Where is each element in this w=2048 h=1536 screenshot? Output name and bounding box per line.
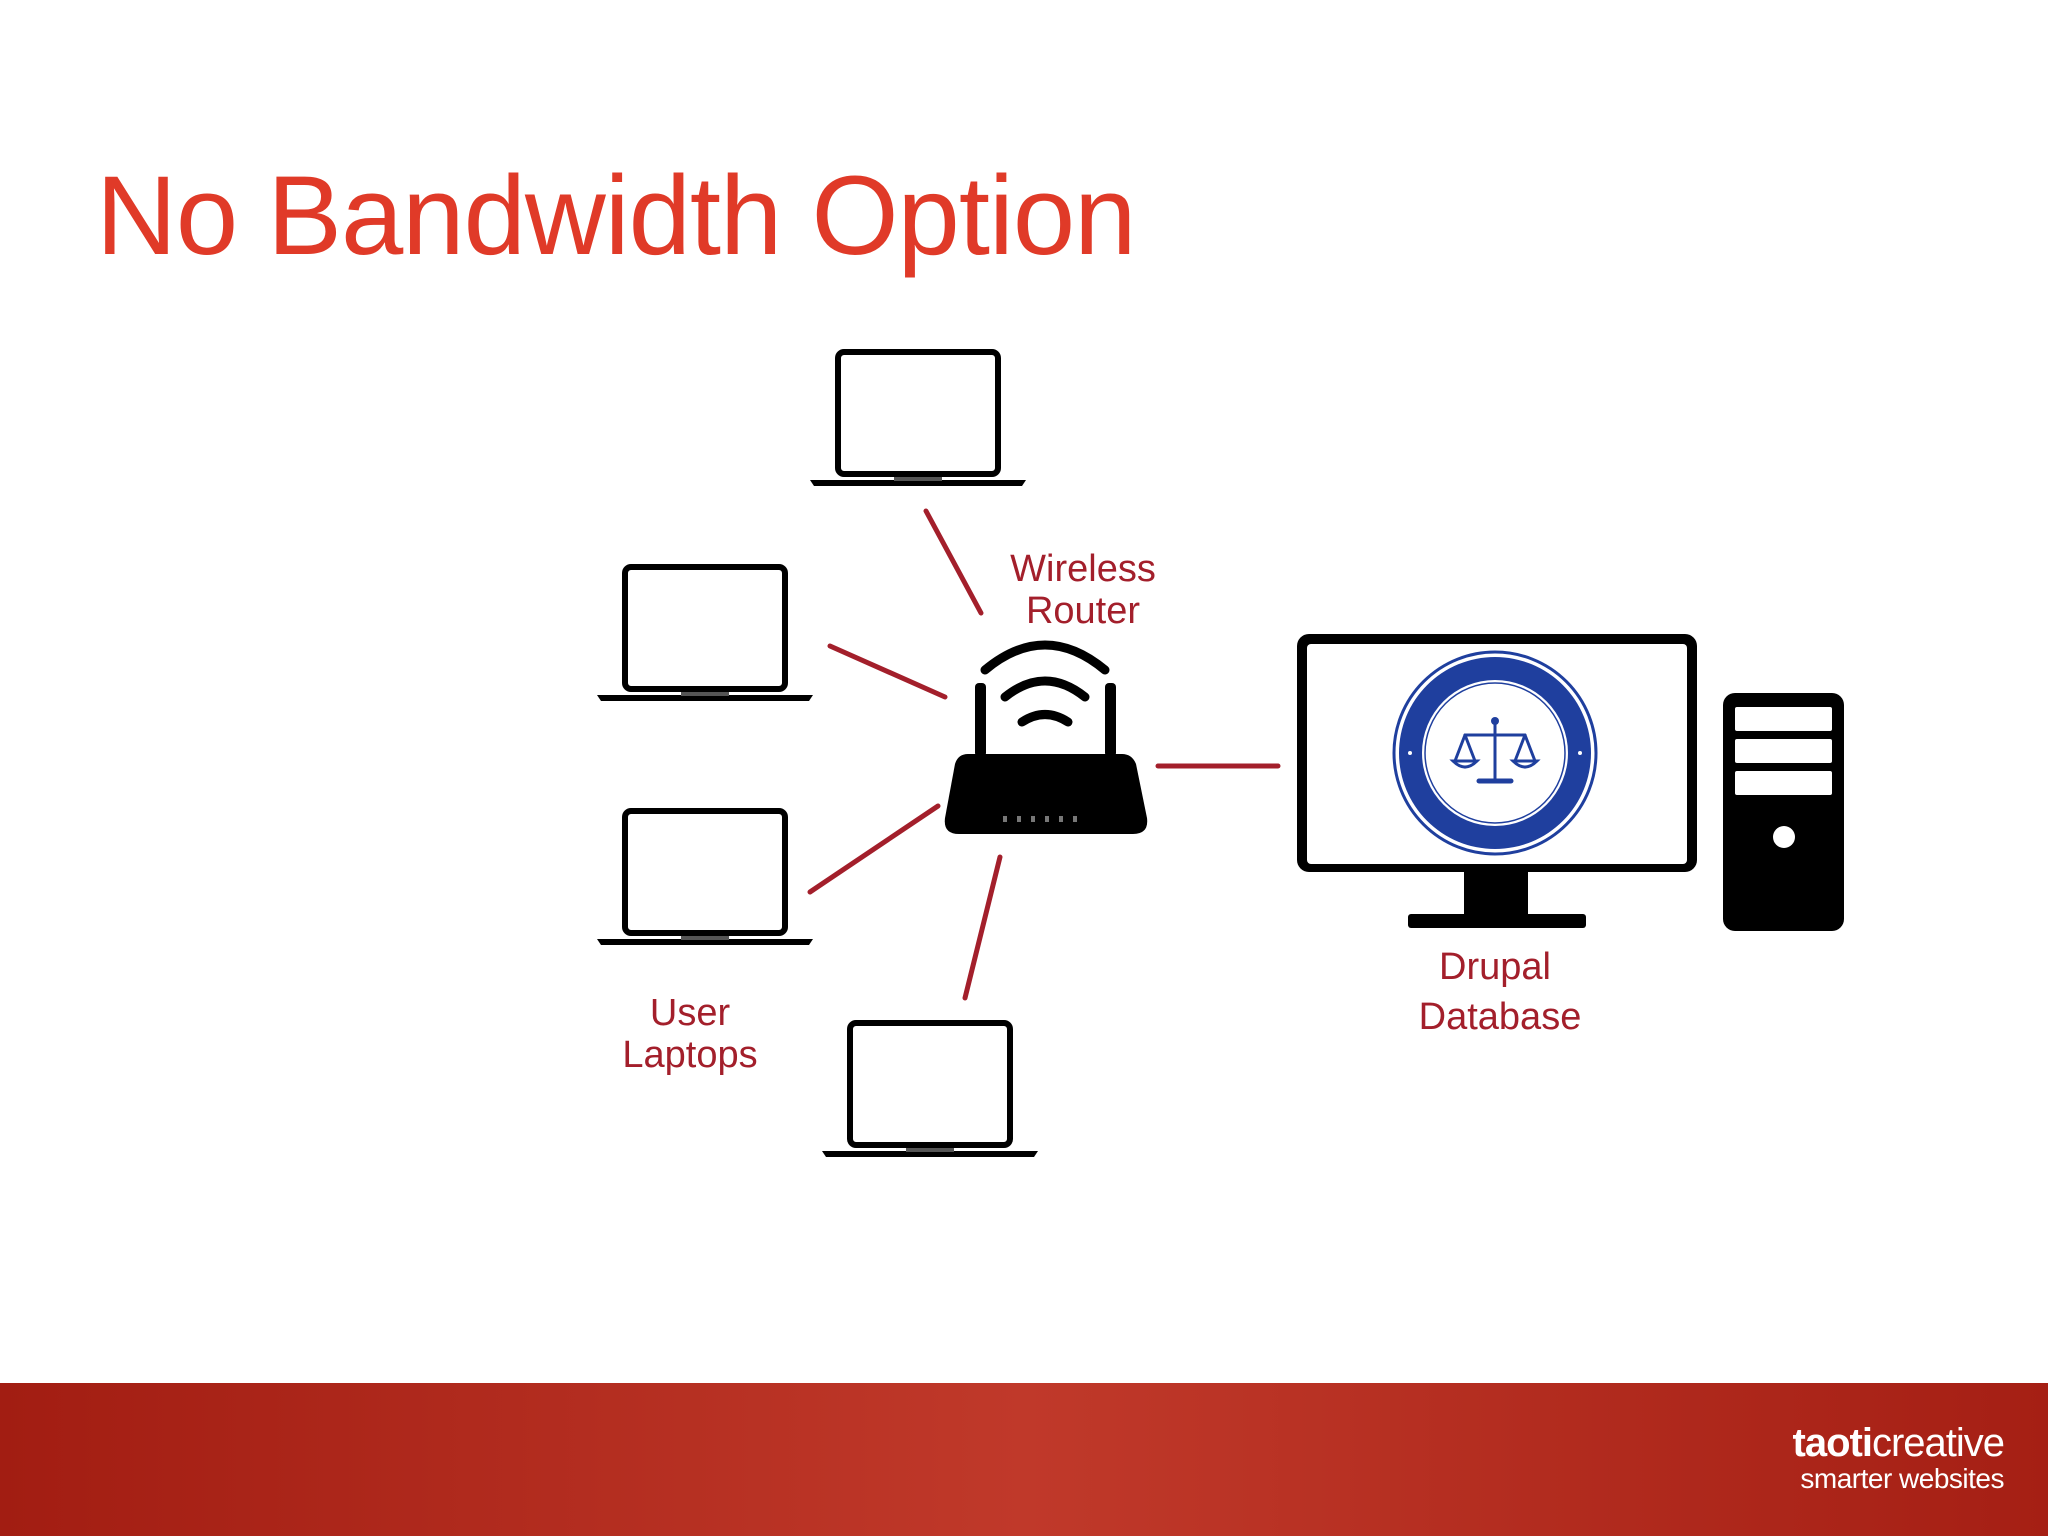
- connector-lines: [807, 508, 1281, 1001]
- database-label-line1: Drupal: [1439, 946, 1551, 988]
- laptop-icon: [597, 567, 813, 701]
- laptops-label: User Laptops: [590, 992, 790, 1076]
- seal-ring-dots: [1408, 751, 1582, 755]
- router-label-line2: Router: [1025, 590, 1141, 632]
- seal-logo: [1392, 650, 1598, 856]
- computer-tower-icon: [1723, 693, 1844, 931]
- laptop-icon: [597, 811, 813, 945]
- router-label: Wireless Router: [978, 548, 1188, 632]
- router-label-line1: Wireless: [1010, 548, 1156, 590]
- laptop-icon: [810, 352, 1026, 486]
- laptops-label-line1: User: [649, 992, 731, 1034]
- database-label-line2: Database: [1418, 996, 1582, 1038]
- slide-title: No Bandwidth Option: [96, 153, 1136, 278]
- logo-bold-part: taoti: [1792, 1421, 1873, 1465]
- footer-bar: [0, 1383, 2048, 1536]
- laptops-label-line2: Laptops: [622, 1034, 758, 1076]
- connector-laptop-3: [807, 803, 941, 895]
- connector-laptop-2: [827, 643, 948, 700]
- logo-wordmark: taoticreative: [1792, 1421, 2006, 1465]
- logo-light-part: creative: [1871, 1421, 2005, 1465]
- database-label: Drupal Database: [1385, 942, 1615, 1042]
- laptop-icon: [822, 1023, 1038, 1157]
- taoti-creative-logo: taoticreative smarter websites: [1792, 1421, 2006, 1494]
- logo-tagline: smarter websites: [1800, 1463, 2004, 1494]
- connector-laptop-4: [962, 854, 1003, 1001]
- connector-laptop-1: [923, 508, 984, 616]
- wireless-router-icon: [944, 640, 1148, 834]
